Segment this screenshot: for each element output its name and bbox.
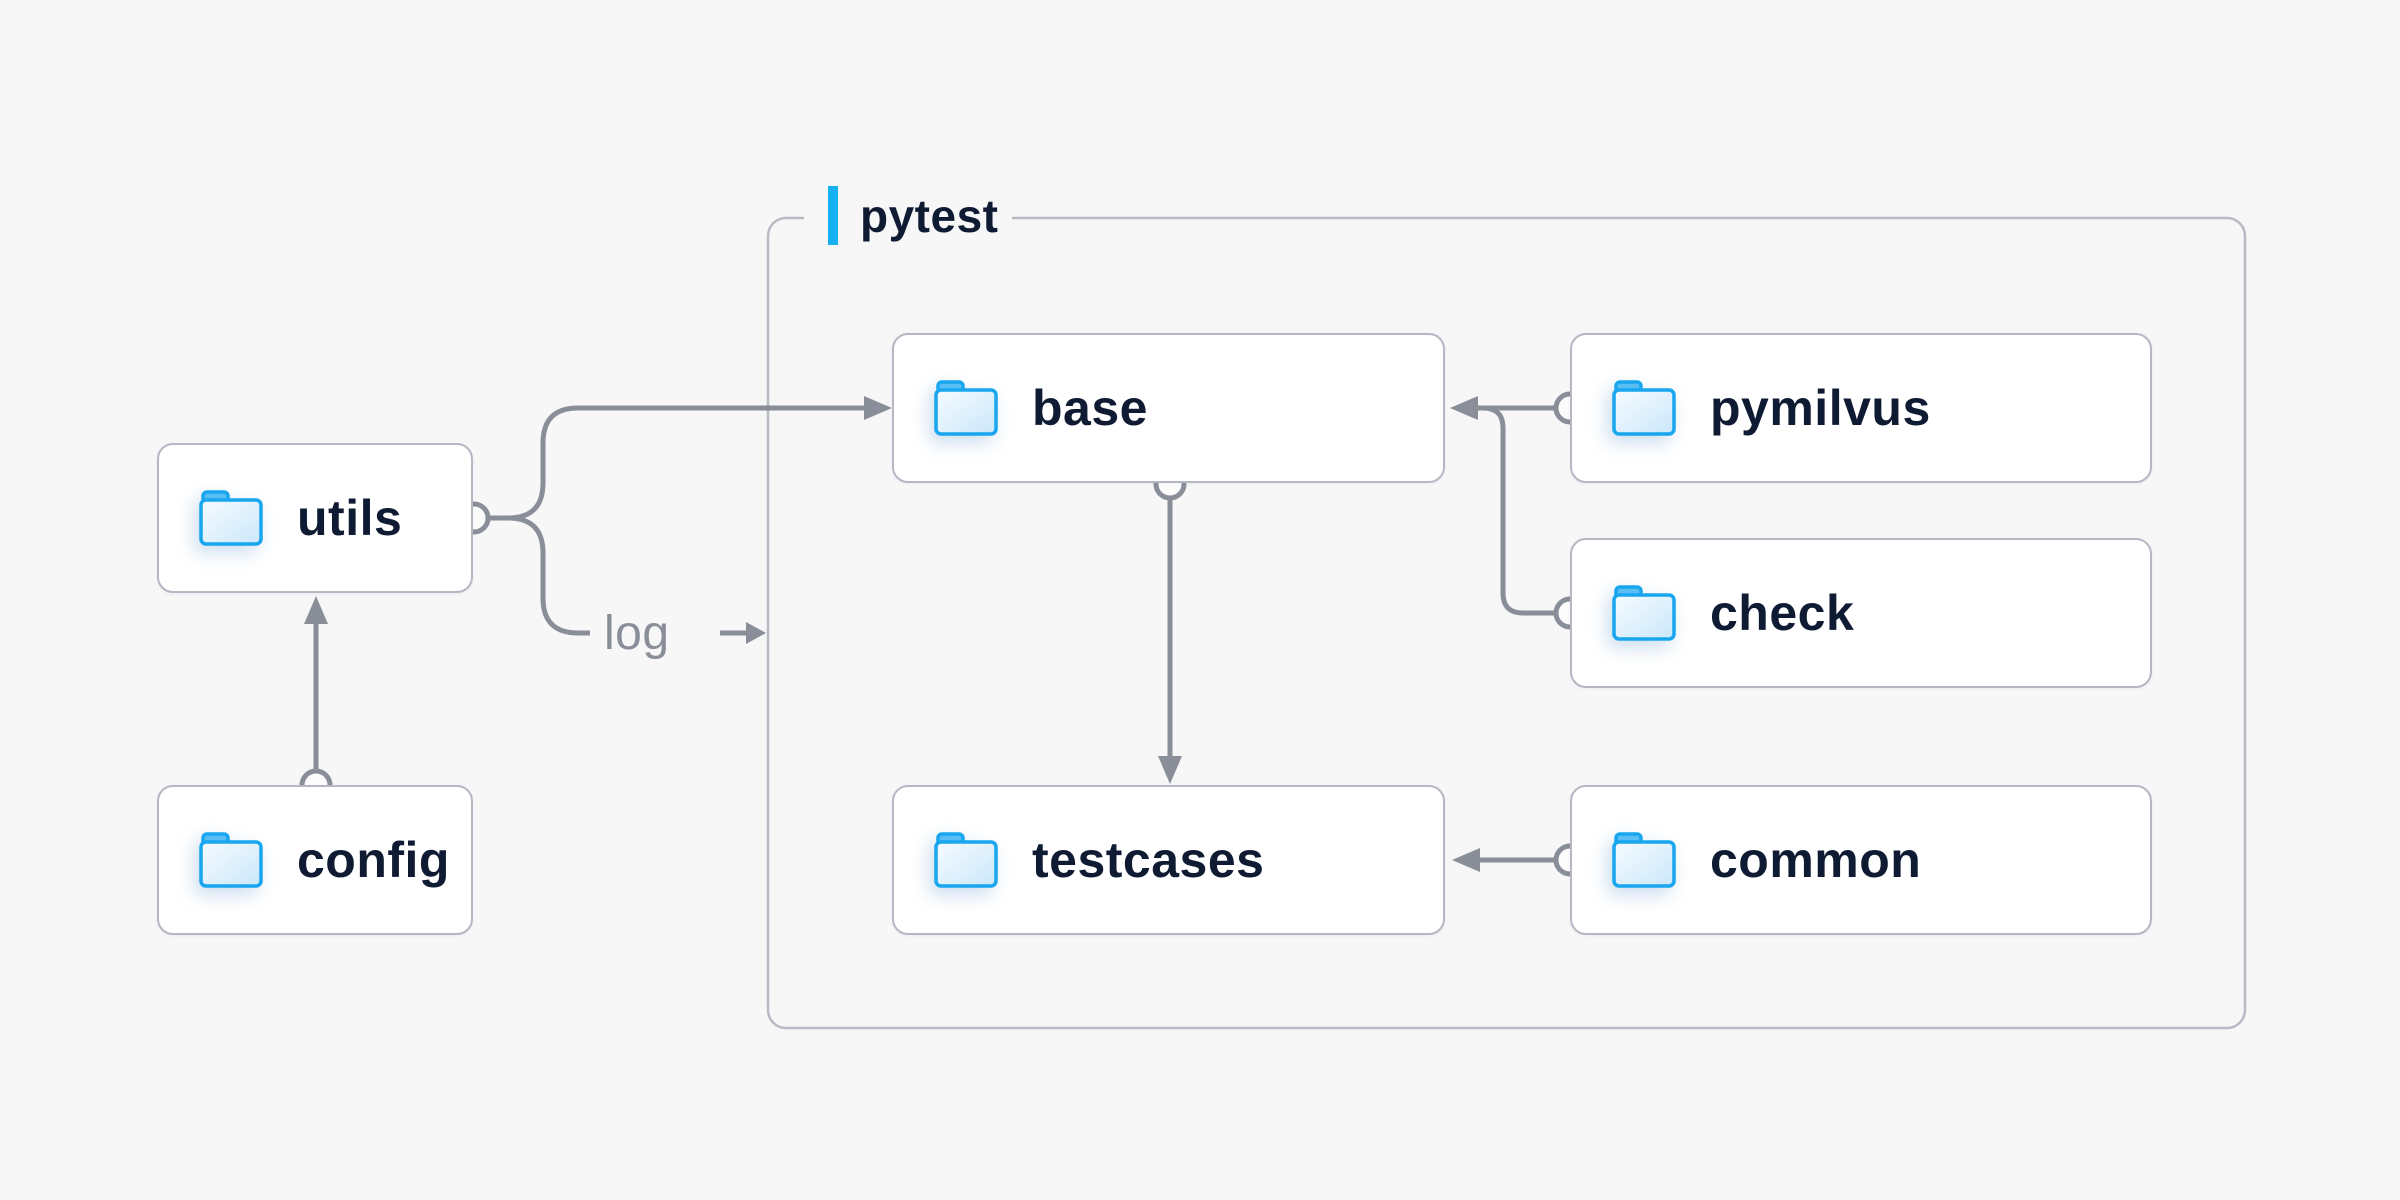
pytest-label-border-gap <box>804 212 1012 224</box>
edge-common-testcases <box>1452 848 1556 872</box>
node-config: config <box>157 785 473 935</box>
edge-label-log: log <box>604 607 670 660</box>
node-testcases: testcases <box>892 785 1445 935</box>
arrowhead <box>864 396 892 420</box>
node-common: common <box>1570 785 2152 935</box>
node-config-label: config <box>297 832 450 888</box>
node-common-label: common <box>1710 832 1922 888</box>
folder-icon <box>1612 585 1676 641</box>
node-check: check <box>1570 538 2152 688</box>
node-utils-label: utils <box>297 490 403 546</box>
edge-check-base <box>1482 405 1556 616</box>
accent-bar-icon <box>828 186 838 245</box>
folder-icon <box>199 832 263 888</box>
folder-icon <box>1612 832 1676 888</box>
pytest-container-title: pytest <box>860 189 999 242</box>
folder-icon <box>199 490 263 546</box>
arrowhead <box>1450 396 1478 420</box>
node-testcases-label: testcases <box>1032 832 1265 888</box>
node-base: base <box>892 333 1445 483</box>
node-pymilvus: pymilvus <box>1570 333 2152 483</box>
arrowhead <box>304 596 328 624</box>
edge-utils-base <box>488 396 892 521</box>
arrowhead <box>1158 756 1182 784</box>
folder-icon <box>934 832 998 888</box>
node-pymilvus-label: pymilvus <box>1710 380 1931 436</box>
pytest-container-label: pytest <box>828 186 998 245</box>
node-utils: utils <box>157 443 473 593</box>
edge-base-testcases <box>1158 498 1182 784</box>
node-check-label: check <box>1710 585 1855 641</box>
pytest-container-border <box>766 216 2247 1030</box>
folder-icon <box>934 380 998 436</box>
edge-config-utils <box>304 596 328 770</box>
arrowhead <box>1452 848 1480 872</box>
edge-utils-log <box>507 515 766 644</box>
folder-icon <box>1612 380 1676 436</box>
node-base-label: base <box>1032 380 1148 436</box>
arrowhead <box>746 622 766 644</box>
